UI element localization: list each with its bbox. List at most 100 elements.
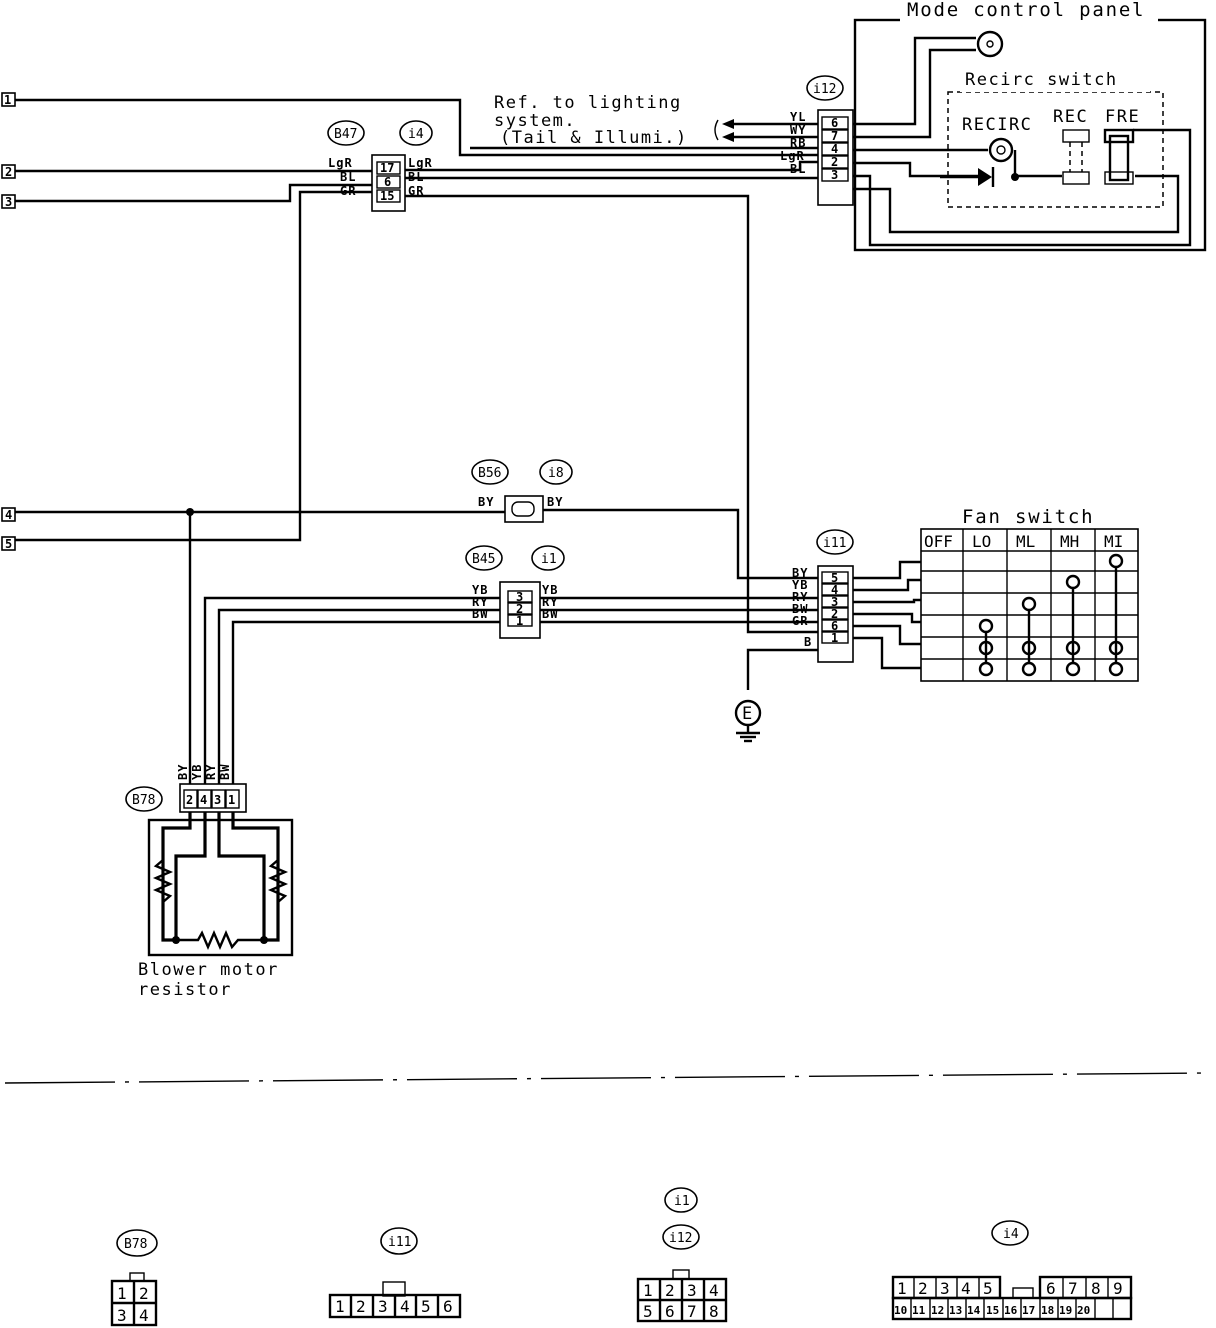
svg-text:Blower motor: Blower motor bbox=[138, 960, 279, 980]
svg-text:LO: LO bbox=[972, 532, 991, 551]
svg-text:3: 3 bbox=[5, 195, 12, 209]
svg-text:2: 2 bbox=[516, 602, 523, 616]
svg-text:i11: i11 bbox=[388, 1235, 411, 1250]
svg-text:RB: RB bbox=[790, 136, 806, 150]
svg-text:1: 1 bbox=[897, 1279, 907, 1298]
connector-i4-label: i4 bbox=[399, 120, 433, 146]
svg-text:B78: B78 bbox=[124, 1237, 147, 1252]
svg-text:Recirc switch: Recirc switch bbox=[965, 70, 1118, 90]
svg-text:YL: YL bbox=[790, 110, 806, 124]
connector-b78: 2 4 3 1 bbox=[179, 783, 247, 813]
svg-text:BY: BY bbox=[176, 764, 190, 780]
svg-text:2: 2 bbox=[139, 1284, 149, 1303]
svg-text:10: 10 bbox=[894, 1304, 907, 1317]
svg-text:RY: RY bbox=[542, 595, 558, 609]
svg-text:BL: BL bbox=[340, 170, 356, 184]
svg-text:resistor: resistor bbox=[138, 980, 232, 1000]
svg-text:1: 1 bbox=[4, 93, 11, 107]
svg-text:i1: i1 bbox=[541, 552, 557, 567]
connector-i11: 5 4 3 2 6 1 bbox=[817, 565, 854, 663]
connector-b78-label: B78 bbox=[125, 786, 163, 812]
connector-i12: 6 7 4 2 3 bbox=[817, 109, 854, 206]
svg-text:E: E bbox=[742, 704, 754, 724]
svg-text:4: 4 bbox=[831, 142, 838, 156]
connector-b47-label: B47 bbox=[327, 120, 365, 146]
svg-text:5: 5 bbox=[643, 1302, 653, 1321]
connector-i8 bbox=[504, 495, 544, 523]
svg-text:3: 3 bbox=[378, 1297, 388, 1316]
svg-text:YB: YB bbox=[190, 764, 204, 780]
svg-text:6: 6 bbox=[443, 1297, 453, 1316]
svg-text:B: B bbox=[804, 635, 812, 649]
fan-switch: Fan switch OFF LO ML MH MI bbox=[920, 506, 1139, 682]
connector-i4: 17 6 15 bbox=[371, 154, 406, 212]
svg-text:17: 17 bbox=[380, 161, 394, 175]
svg-text:5: 5 bbox=[5, 537, 12, 551]
svg-text:9: 9 bbox=[1113, 1279, 1123, 1298]
mode-control-panel: Mode control panel Recirc switch RECIRC … bbox=[853, 0, 1207, 252]
svg-text:7: 7 bbox=[831, 129, 838, 143]
svg-text:4: 4 bbox=[831, 583, 838, 597]
svg-text:FRE: FRE bbox=[1105, 107, 1140, 127]
svg-text:6: 6 bbox=[1046, 1279, 1056, 1298]
svg-text:2: 2 bbox=[831, 607, 838, 621]
svg-text:B45: B45 bbox=[472, 552, 495, 567]
svg-text:LgR: LgR bbox=[780, 149, 805, 163]
svg-text:BY: BY bbox=[792, 566, 808, 580]
svg-text:REC: REC bbox=[1053, 107, 1088, 127]
svg-text:4: 4 bbox=[200, 793, 207, 807]
svg-text:Ref. to lighting: Ref. to lighting bbox=[494, 93, 682, 113]
svg-text:(Tail & Illumi.): (Tail & Illumi.) bbox=[500, 128, 688, 148]
svg-text:LgR: LgR bbox=[408, 156, 433, 170]
svg-text:15: 15 bbox=[380, 189, 394, 203]
svg-text:i4: i4 bbox=[408, 127, 424, 142]
separator-line bbox=[4, 1072, 1211, 1084]
svg-text:OFF: OFF bbox=[924, 532, 953, 551]
blower-motor-resistor: Blower motor resistor bbox=[138, 812, 294, 1000]
svg-text:ML: ML bbox=[1016, 532, 1035, 551]
terminal-3: 3 bbox=[1, 194, 16, 209]
svg-text:11: 11 bbox=[912, 1304, 926, 1317]
svg-text:Fan switch: Fan switch bbox=[962, 506, 1094, 528]
svg-text:Mode control panel: Mode control panel bbox=[907, 0, 1145, 21]
svg-text:5: 5 bbox=[831, 571, 838, 585]
connector-i1: 3 2 1 bbox=[499, 581, 541, 639]
svg-text:15: 15 bbox=[986, 1304, 999, 1317]
svg-text:17: 17 bbox=[1022, 1304, 1035, 1317]
svg-text:7: 7 bbox=[1068, 1279, 1078, 1298]
svg-text:BY: BY bbox=[547, 495, 563, 509]
svg-text:B78: B78 bbox=[132, 793, 155, 808]
svg-text:1: 1 bbox=[831, 631, 838, 645]
terminal-4: 4 bbox=[1, 507, 16, 522]
splice-dot bbox=[186, 508, 194, 516]
connector-b56-label: B56 bbox=[471, 459, 509, 485]
svg-text:BW: BW bbox=[542, 607, 558, 621]
svg-text:i8: i8 bbox=[548, 466, 564, 481]
connector-i8-label: i8 bbox=[539, 459, 573, 485]
ground-symbol: E bbox=[734, 699, 762, 743]
svg-text:4: 4 bbox=[961, 1279, 971, 1298]
svg-text:4: 4 bbox=[400, 1297, 410, 1316]
svg-text:2: 2 bbox=[356, 1297, 366, 1316]
svg-text:BY: BY bbox=[478, 495, 494, 509]
svg-text:1: 1 bbox=[117, 1284, 127, 1303]
svg-text:BW: BW bbox=[218, 764, 232, 780]
wire-color-labels: LgR BL GR LgR BL GR YL WY RB LgR BL BY B… bbox=[176, 110, 812, 780]
svg-text:GR: GR bbox=[340, 184, 356, 198]
svg-text:B56: B56 bbox=[478, 466, 501, 481]
svg-text:6: 6 bbox=[384, 175, 391, 189]
svg-text:3: 3 bbox=[940, 1279, 950, 1298]
svg-text:YB: YB bbox=[472, 583, 488, 597]
svg-text:system.: system. bbox=[494, 111, 576, 131]
ref-lighting-note: Ref. to lighting system. (Tail & Illumi.… bbox=[494, 93, 734, 148]
svg-text:6: 6 bbox=[831, 116, 838, 130]
svg-text:LgR: LgR bbox=[328, 156, 353, 170]
svg-text:BW: BW bbox=[792, 602, 808, 616]
svg-text:BL: BL bbox=[408, 170, 424, 184]
svg-text:RY: RY bbox=[204, 764, 218, 780]
svg-text:BW: BW bbox=[472, 607, 488, 621]
svg-text:3: 3 bbox=[687, 1281, 697, 1300]
legend-b78: B78 1 2 3 4 bbox=[110, 1229, 158, 1327]
terminal-5: 5 bbox=[1, 536, 16, 551]
